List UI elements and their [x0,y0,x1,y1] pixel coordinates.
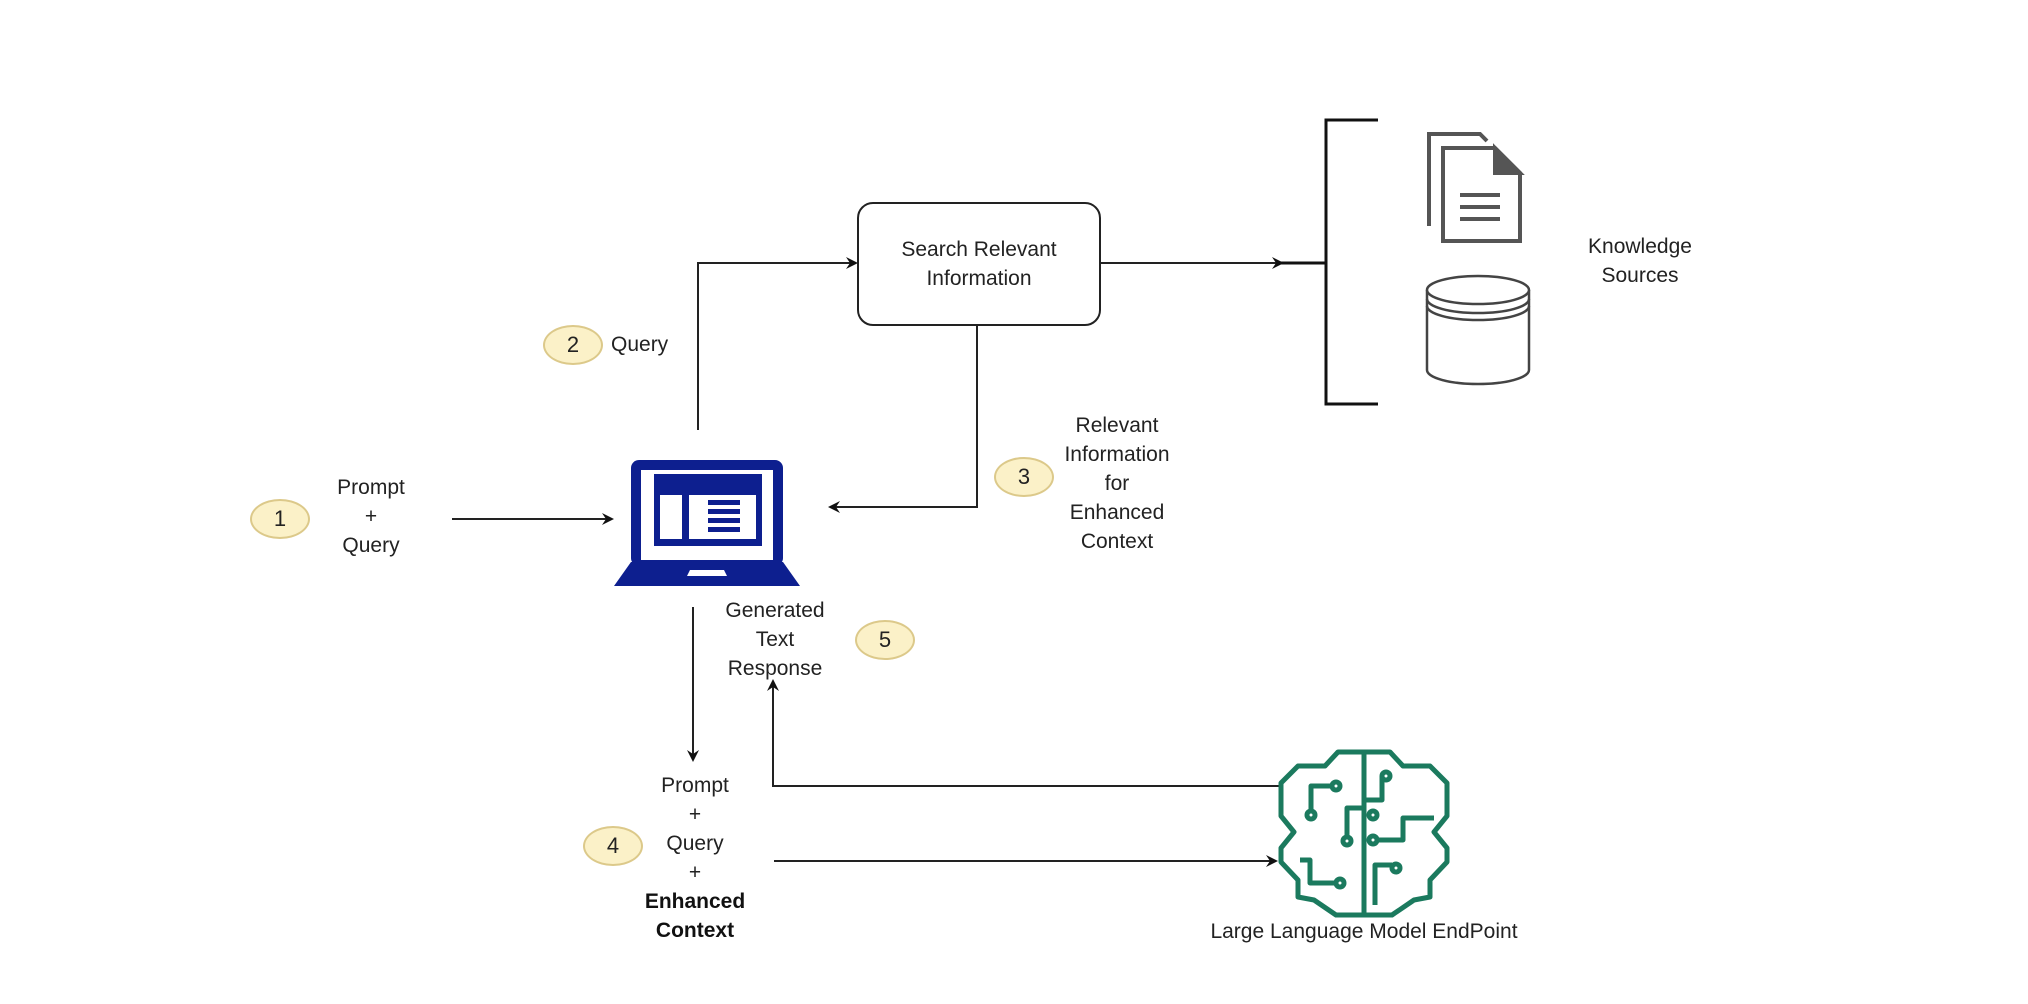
step-5-label-line: Text [755,628,795,651]
step-badge-1: 1 [250,499,310,539]
arrow-llm-to-response [767,679,1280,787]
step-1-label-line: + [364,505,378,528]
search-box-line: Information [926,267,1032,290]
step-3-label-line: Information [1064,443,1170,466]
step-4-label-line: Prompt [661,774,729,797]
search-box-line: Search Relevant [901,238,1057,261]
step-badge-5: 5 [855,620,915,660]
step-4-label-line: + [688,803,702,826]
step-5-label: Generated Text Response [715,596,835,683]
step-3-label-line: Relevant [1075,414,1159,437]
step-4-label: Prompt + Query + Enhanced Context [630,771,760,945]
step-4-label-line: Query [666,832,724,855]
step-badge-2: 2 [543,325,603,365]
step-badge-3: 3 [994,457,1054,497]
step-badge-4: 4 [583,826,643,866]
step-1-label-line: Prompt [337,476,405,499]
step-3-label-line: Enhanced [1069,501,1165,524]
step-3-label: Relevant Information for Enhanced Contex… [1052,411,1182,556]
step-1-label: Prompt + Query [323,473,419,560]
step-5-label-line: Response [727,657,823,680]
knowledge-sources-line: Knowledge [1588,235,1692,258]
step-1-label-line: Query [342,534,400,557]
brain-circuit-icon [1278,749,1450,918]
step-4-label-line: + [688,861,702,884]
search-relevant-information-box[interactable]: Search Relevant Information [857,202,1101,326]
step-4-label-bold-line: Enhanced [644,890,746,913]
step-2-label: Query [611,333,669,356]
arrow-search-to-client [828,326,978,513]
step-5-label-line: Generated [725,599,825,622]
knowledge-sources-label: Knowledge Sources [1580,232,1700,290]
step-3-label-line: Context [1080,530,1154,553]
documents-icon [1427,132,1525,243]
database-icon [1425,274,1531,386]
llm-endpoint-label: Large Language Model EndPoint [1210,920,1518,943]
step-3-label-line: for [1104,472,1130,495]
step-4-label-bold-line: Context [655,919,735,942]
knowledge-sources-line: Sources [1601,264,1679,287]
arrow-client-to-search [697,257,858,430]
knowledge-bracket [1280,118,1378,406]
laptop-icon [614,460,800,586]
